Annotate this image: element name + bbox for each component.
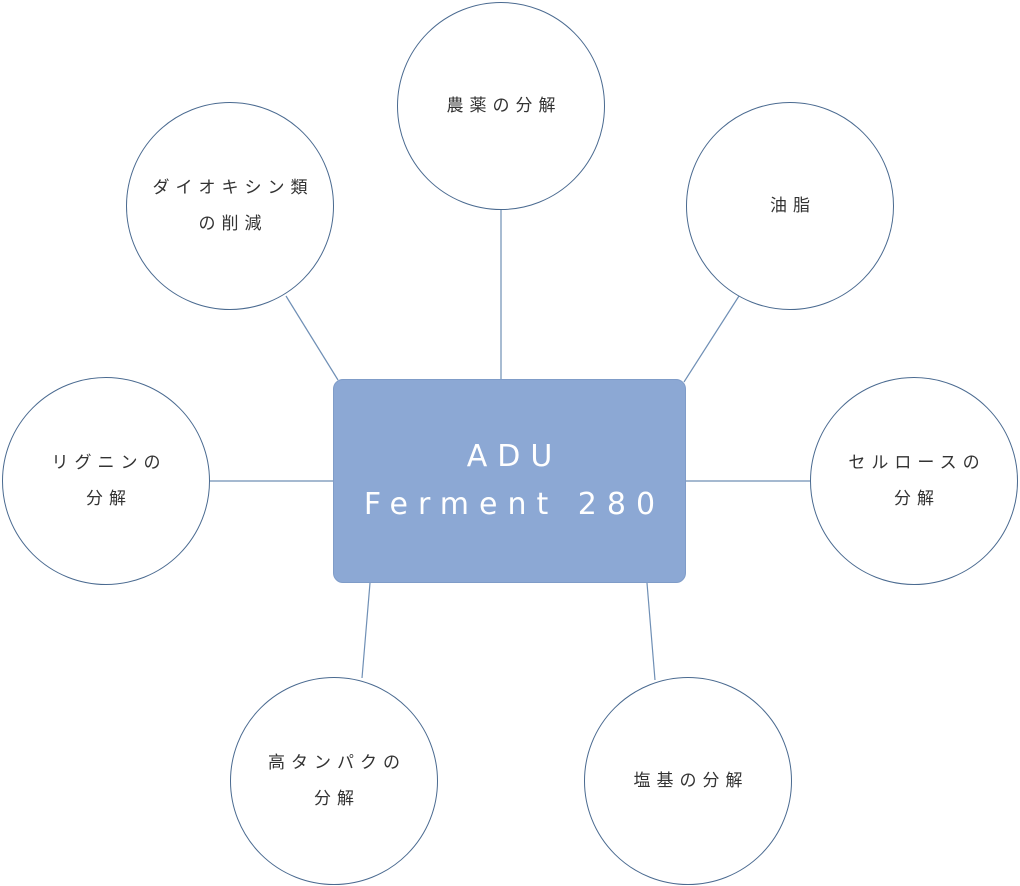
node-pesticide: 農薬の分解 — [397, 2, 605, 210]
connector-oil — [683, 295, 740, 383]
node-oil-label: 油脂 — [770, 196, 816, 216]
node-protein: 高タンパクの 分解 — [230, 677, 438, 885]
node-dioxin-label-1: ダイオキシン類 — [152, 178, 314, 198]
node-cellulose: セルロースの 分解 — [810, 377, 1018, 585]
node-dioxin: ダイオキシン類 の削減 — [126, 102, 334, 310]
node-protein-label-2: 分解 — [314, 789, 360, 809]
node-cellulose-label-2: 分解 — [894, 489, 940, 509]
connector-salt — [646, 582, 656, 681]
node-salt-label: 塩基の分解 — [633, 771, 749, 791]
center-box: ADU Ferment 280 — [333, 379, 686, 583]
node-lignin: リグニンの 分解 — [2, 377, 210, 585]
node-pesticide-label: 農薬の分解 — [446, 96, 562, 116]
node-salt: 塩基の分解 — [584, 677, 792, 885]
node-protein-label-1: 高タンパクの — [268, 753, 406, 773]
node-lignin-label-2: 分解 — [86, 489, 132, 509]
node-dioxin-label-2: の削減 — [198, 214, 268, 234]
connector-protein — [361, 582, 371, 679]
node-cellulose-label-1: セルロースの — [848, 453, 986, 473]
node-oil: 油脂 — [686, 102, 894, 310]
node-lignin-label-1: リグニンの — [51, 453, 167, 473]
center-title-line: ADU — [466, 439, 563, 474]
connector-dioxin — [285, 295, 339, 381]
center-subtitle-line: Ferment 280 — [363, 487, 666, 522]
